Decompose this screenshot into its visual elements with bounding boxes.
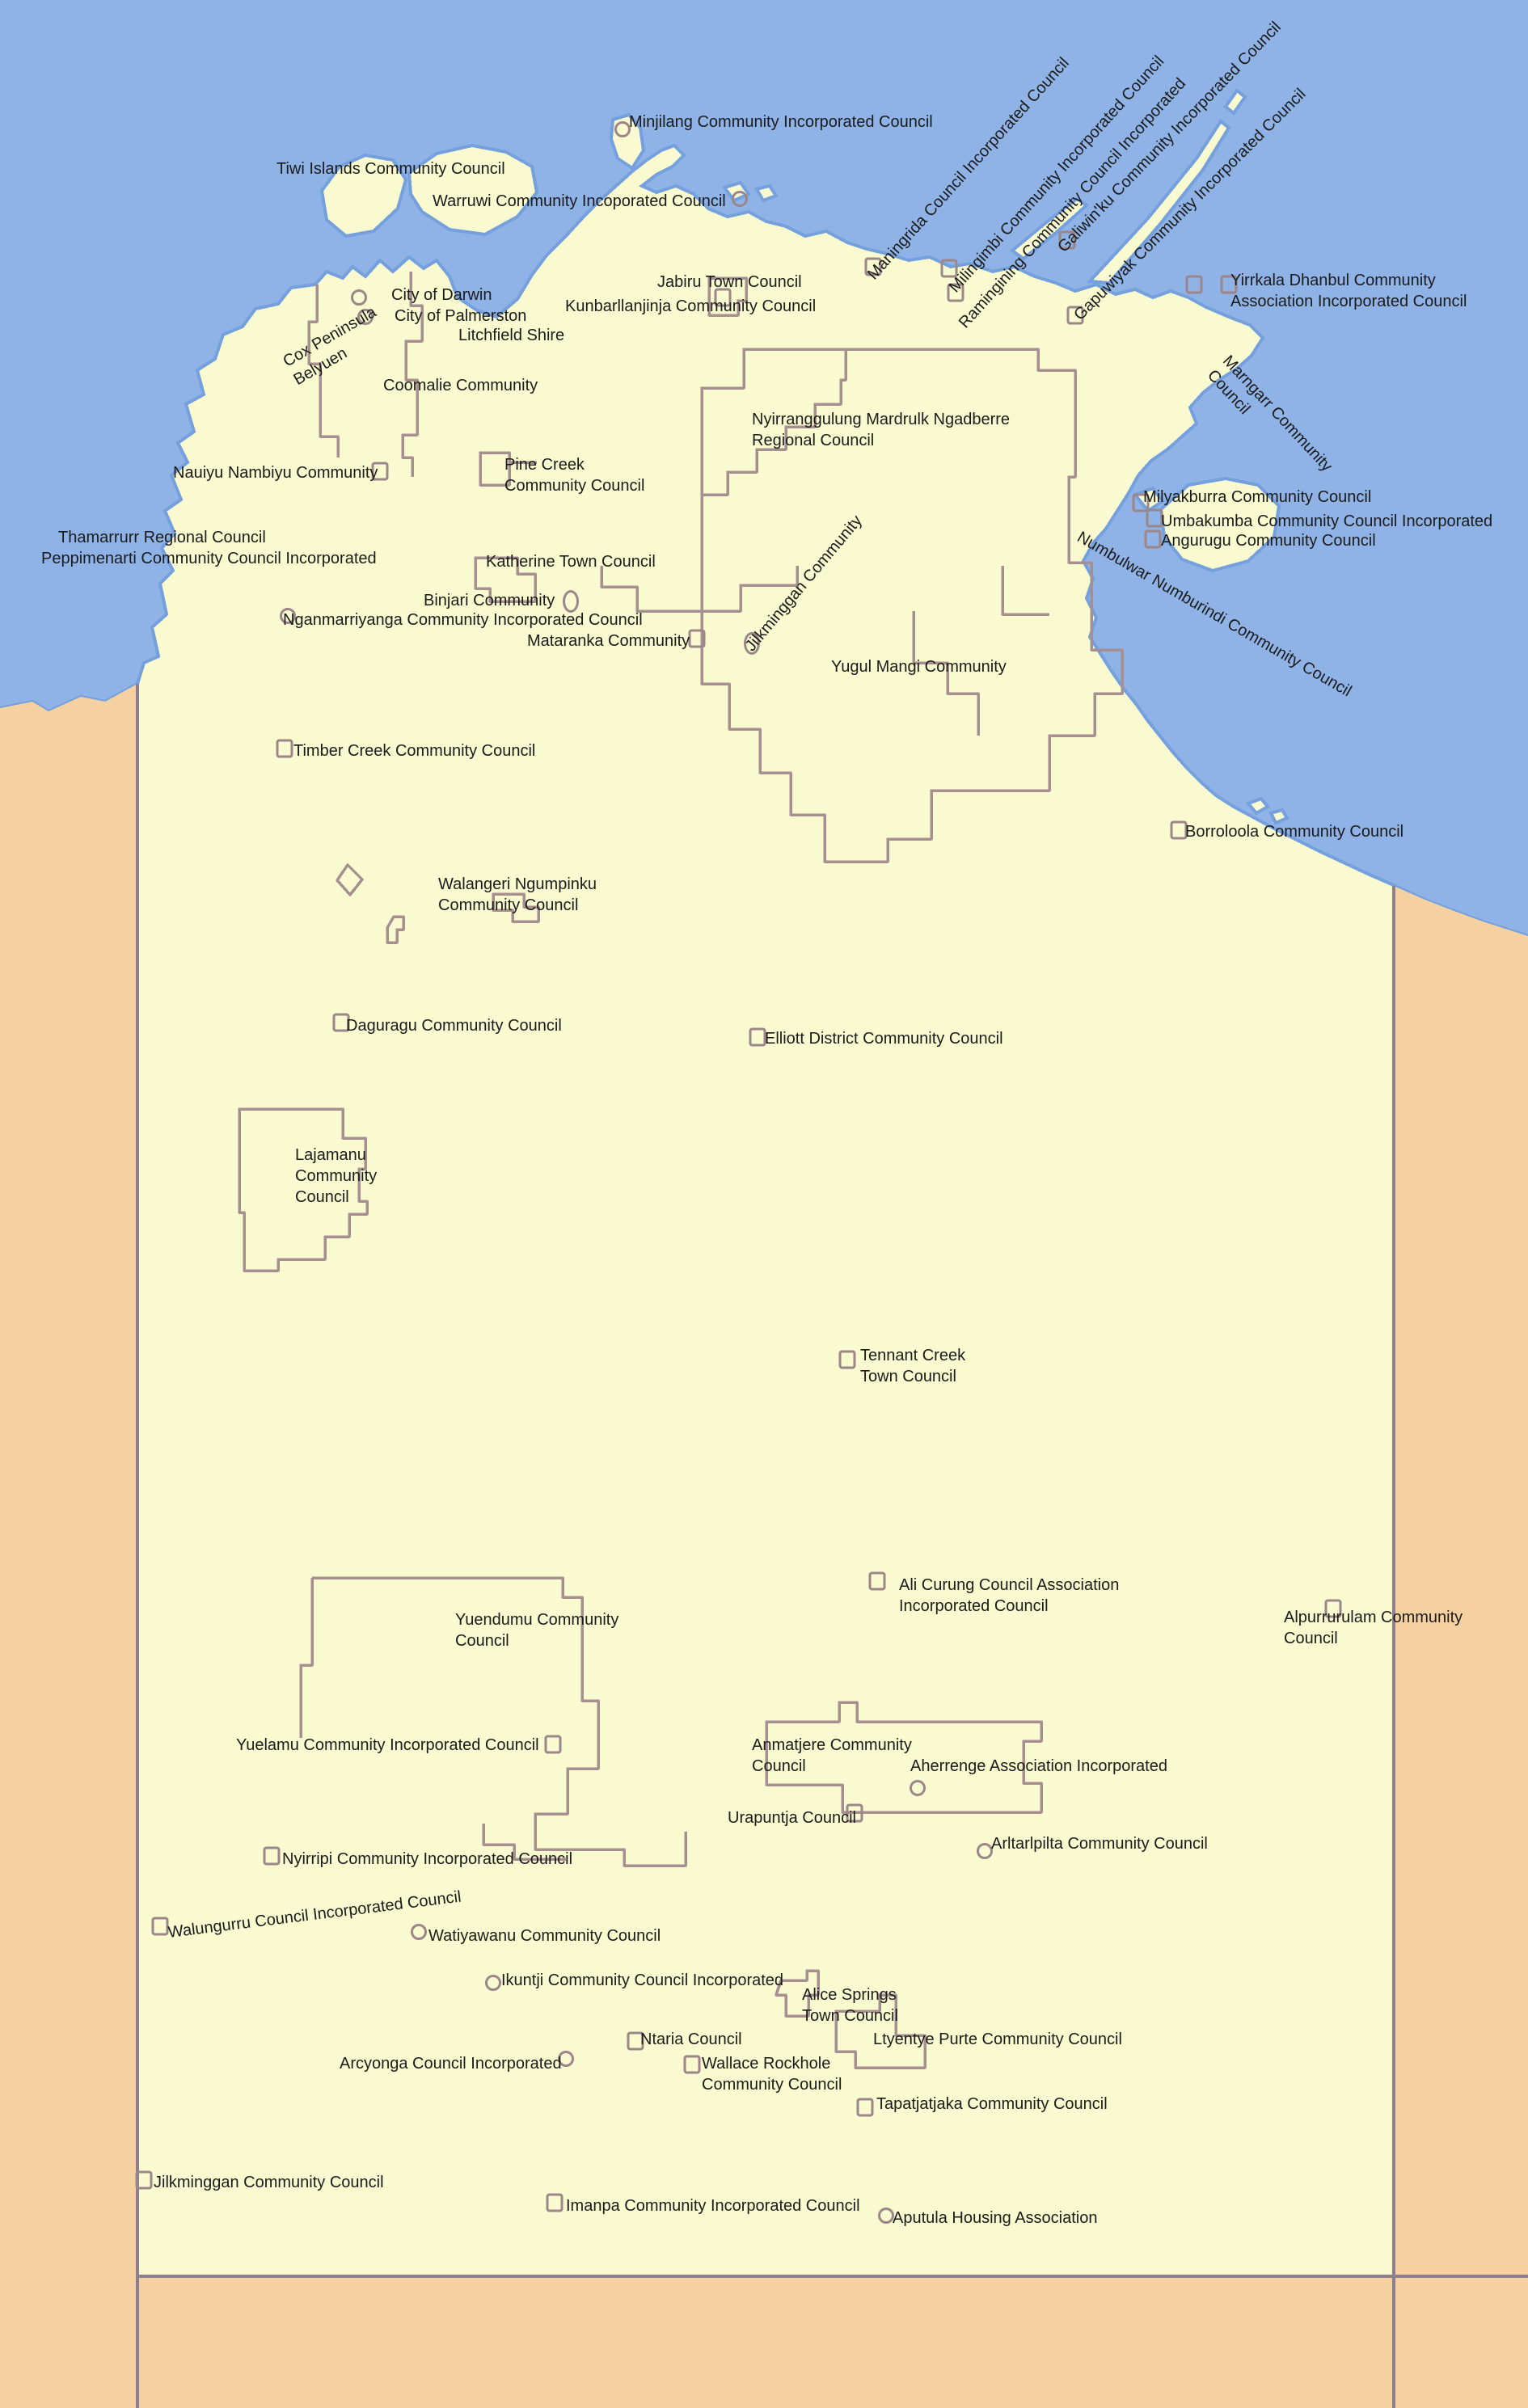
community-marker-tennant-creek (838, 1350, 856, 1369)
community-marker-jabiru (714, 288, 732, 307)
community-marker-urapuntja (846, 1803, 863, 1823)
map-label-borroloola: Borroloola Community Council (1185, 823, 1404, 841)
map-label-umbakumba: Umbakumba Community Council Incorporated (1161, 512, 1493, 530)
map-label-urapuntja: Urapuntja Council (728, 1809, 856, 1827)
community-marker-daguragu (332, 1013, 350, 1032)
map-label-arltarlpilta: Arltarlpilta Community Council (991, 1835, 1208, 1853)
map-label-warruwi: Warruwi Community Incoporated Council (433, 192, 726, 210)
map-label-nauiyu-nambiyu: Nauiyu Nambiyu Community (173, 464, 378, 482)
community-marker-maningrida (864, 257, 882, 276)
map-label-nganmarriyanga: Nganmarriyanga Community Incorporated Co… (283, 611, 643, 629)
map-label-ltyentye-purte: Ltyentye Purte Community Council (873, 2031, 1122, 2048)
council-boundaries (238, 272, 1124, 2069)
community-marker-yirrkala-1 (1185, 275, 1203, 294)
community-marker-borroloola (1170, 820, 1188, 840)
community-marker-palmerston (357, 309, 374, 325)
community-marker-ikuntji (485, 1975, 501, 1991)
community-marker-minjilang (614, 121, 631, 137)
map-label-city-of-palmerston: City of Palmerston (395, 307, 527, 325)
community-marker-ramingining (947, 283, 964, 302)
qld-region (1394, 886, 1528, 2408)
community-marker-nganmarriyanga (280, 608, 296, 624)
sa-region (137, 2276, 1528, 2408)
community-marker-yuelamu (544, 1735, 562, 1754)
map-label-yuelamu: Yuelamu Community Incorporated Council (236, 1736, 539, 1754)
map-label-binjari: Binjari Community (424, 592, 555, 609)
community-marker-walungurru (151, 1917, 169, 1936)
map-label-nyirripi: Nyirripi Community Incorporated Council (282, 1850, 573, 1868)
community-marker-galiwinku (1058, 230, 1076, 250)
map-label-aputula: Aputula Housing Association (893, 2209, 1098, 2227)
map-label-milyakburra: Milyakburra Community Council (1143, 488, 1372, 506)
community-marker-warruwi (732, 191, 748, 207)
map-label-tapatjatjaka: Tapatjatjaka Community Council (876, 2095, 1108, 2113)
map-label-daguragu: Daguragu Community Council (346, 1017, 562, 1035)
map-label-arcyonga: Arcyonga Council Incorporated (340, 2055, 562, 2073)
state-borders (136, 684, 1528, 2408)
community-marker-mataranka (688, 629, 706, 648)
community-marker-milyakburra (1132, 493, 1150, 512)
map-label-aherrenge: Aherrenge Association Incorporated (910, 1757, 1167, 1775)
community-marker-binjari (563, 590, 579, 613)
community-marker-alpurrurulam (1324, 1599, 1342, 1618)
map-label-elliott: Elliott District Community Council (765, 1030, 1003, 1048)
map-label-angurugu: Angurugu Community Council (1161, 532, 1376, 550)
map-label-thamarrurr: Thamarrurr Regional Council (58, 529, 266, 546)
community-marker-angurugu (1144, 529, 1162, 549)
community-marker-nauiyu (371, 462, 389, 481)
community-marker-ntaria (627, 2031, 644, 2051)
wa-region (0, 684, 137, 2408)
community-marker-jilkminggan (135, 2170, 153, 2190)
community-marker-aherrenge (910, 1780, 926, 1796)
map-label-yugul-mangi: Yugul Mangi Community (831, 658, 1007, 676)
map-label-ntaria: Ntaria Council (640, 2031, 742, 2048)
community-marker-timber-creek (276, 739, 293, 758)
community-marker-milingimbi (940, 259, 958, 278)
community-marker-gapuwiyak (1066, 306, 1084, 325)
community-marker-watiyawanu (411, 1924, 427, 1940)
map-label-peppimenarti: Peppimenarti Community Council Incorpora… (41, 550, 377, 567)
map-label-kunbarllanjinja: Kunbarllanjinja Community Council (565, 297, 817, 315)
community-marker-yirrkala-2 (1220, 275, 1238, 294)
map-label-jilkminggan-council: Jilkminggan Community Council (154, 2174, 384, 2191)
map-label-watiyawanu: Watiyawanu Community Council (428, 1927, 661, 1945)
community-marker-wallace-rockhole (683, 2055, 701, 2074)
map-label-litchfield: Litchfield Shire (458, 327, 565, 344)
map-label-timber-creek: Timber Creek Community Council (293, 742, 536, 760)
map-label-jabiru: Jabiru Town Council (657, 273, 802, 291)
community-marker-elliott (749, 1027, 766, 1047)
map-label-tiwi-islands: Tiwi Islands Community Council (276, 160, 505, 178)
community-marker-arltarlpilta (977, 1843, 993, 1859)
map-label-coomalie: Coomalie Community (383, 377, 538, 394)
community-marker-darwin (351, 289, 367, 306)
community-marker-jilkminggan-top (744, 632, 760, 655)
map-label-imanpa: Imanpa Community Incorporated Council (566, 2197, 860, 2215)
map-label-mataranka: Mataranka Community (527, 632, 690, 650)
community-marker-arcyonga (558, 2051, 574, 2067)
community-marker-tapatjatjaka (856, 2098, 874, 2117)
community-marker-imanpa (546, 2193, 564, 2212)
map-label-ikuntji: Ikuntji Community Council Incorporated (501, 1972, 784, 1989)
community-marker-umbakumba (1146, 508, 1163, 528)
map-label-katherine: Katherine Town Council (486, 553, 656, 571)
map-label-minjilang: Minjilang Community Incorporated Council (629, 113, 933, 131)
map-label-city-of-darwin: City of Darwin (391, 286, 492, 304)
community-marker-aputula (878, 2208, 894, 2224)
community-marker-nyirripi (263, 1846, 281, 1866)
community-marker-ali-curung (868, 1571, 886, 1591)
